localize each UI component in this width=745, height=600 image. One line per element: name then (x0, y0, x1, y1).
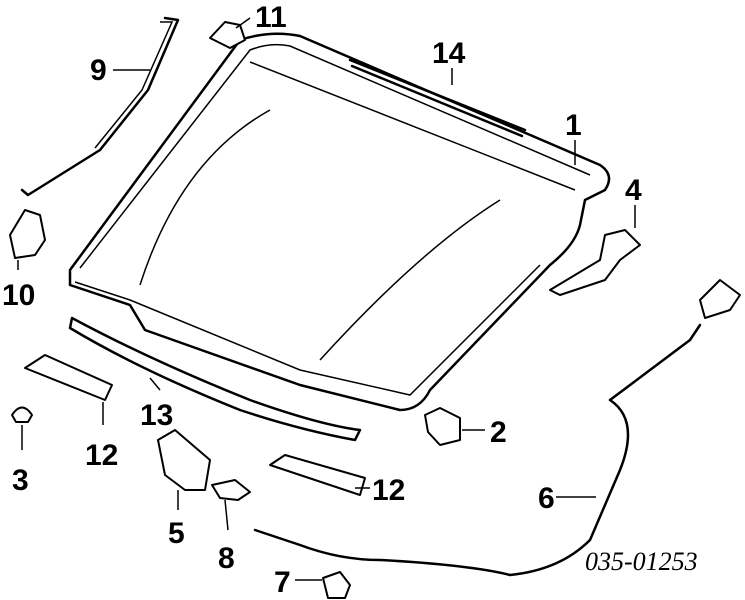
part-8-handle (211, 479, 251, 501)
callout-9: 9 (90, 54, 107, 87)
leader-lines (17, 17, 636, 581)
callout-1: 1 (565, 109, 582, 142)
part-9-rod (20, 16, 180, 197)
callout-2: 2 (490, 416, 507, 449)
part-6-cable (253, 323, 702, 577)
part-12-left-bracket (24, 354, 113, 401)
part-11-clip (209, 21, 246, 49)
callout-3: 3 (12, 464, 29, 497)
part-4-hinge (549, 229, 641, 296)
callout-7: 7 (274, 566, 291, 599)
part-3-cushion (11, 406, 33, 423)
callout-13: 13 (140, 399, 173, 432)
callout-5: 5 (168, 517, 185, 550)
part-7-clip (322, 571, 351, 599)
callout-11: 11 (255, 1, 287, 34)
callout-10: 10 (2, 279, 35, 312)
diagram-code: 035-01253 (585, 547, 698, 576)
part-13-seal (68, 316, 362, 442)
part-12-right-bracket (269, 454, 366, 496)
part-5-latch (157, 429, 211, 491)
callout-12-right: 12 (372, 474, 405, 507)
part-14-strip (348, 58, 527, 138)
part-10-holder (9, 209, 46, 259)
callout-8: 8 (218, 542, 235, 575)
callout-4: 4 (625, 174, 642, 207)
callout-6: 6 (538, 482, 555, 515)
callout-14: 14 (432, 37, 466, 70)
callout-12-left: 12 (85, 439, 118, 472)
hood-panel (68, 32, 611, 412)
part-2-stopper (424, 407, 461, 446)
